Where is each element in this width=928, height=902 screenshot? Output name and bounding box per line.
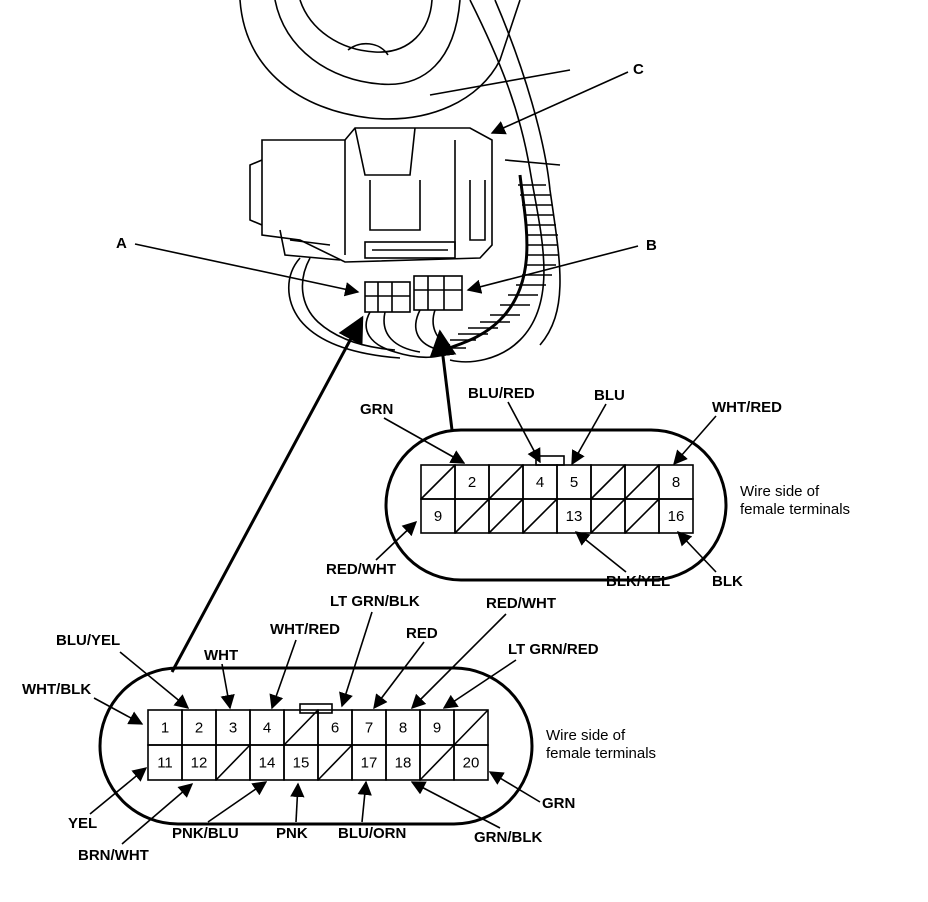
connector-b-lock-tab (535, 455, 565, 466)
connector-a-wire-wht-red: WHT/RED (270, 621, 340, 638)
connector-a-pin-number: 1 (161, 720, 169, 737)
connector-b-pin-number: 9 (434, 508, 442, 525)
callout-a-label: A (116, 235, 127, 252)
connector-a-pin-number: 14 (259, 755, 276, 772)
connector-a-pin-number: 9 (433, 720, 441, 737)
connector-a-wire-wht: WHT (204, 647, 238, 664)
connector-b-blank-slash (454, 498, 490, 534)
connector-b-wire-blu-red: BLU/RED (468, 385, 535, 402)
connector-a-pin-number: 3 (229, 720, 237, 737)
connector-a-pin-number: 18 (395, 755, 412, 772)
connector-b-blank-slash (420, 464, 456, 500)
connector-a-outline (98, 666, 534, 826)
connector-b-wire-red-wht: RED/WHT (326, 561, 396, 578)
connector-b-leader-lines (375, 401, 717, 573)
connector-b-pin-number: 4 (536, 474, 544, 491)
connector-b-wire-blk-yel: BLK/YEL (606, 573, 670, 590)
connector-a-pin-number: 7 (365, 720, 373, 737)
connector-b-pin-number: 16 (668, 508, 685, 525)
connector-a-pin-number: 11 (157, 755, 173, 772)
connector-b-cell-r2c8 (658, 498, 694, 534)
connector-a-wire-blu-orn: BLU/ORN (338, 825, 406, 842)
connector-b-outline (384, 428, 728, 582)
connector-a-blank-slash (453, 709, 489, 746)
connector-b-blank-slash (488, 464, 524, 500)
connector-a-pin-number: 2 (195, 720, 203, 737)
connector-a-blank-slash (317, 744, 353, 781)
connector-b-pin-number: 2 (468, 474, 476, 491)
connector-a-cell-r2c10 (453, 744, 489, 781)
connector-a-pin-number: 20 (463, 755, 480, 772)
connector-a-wire-blu-yel: BLU/YEL (56, 632, 120, 649)
connector-a-leader-lines (89, 611, 541, 845)
connector-b-side-label-1: Wire side of (740, 483, 820, 500)
connector-b-pin-number: 8 (672, 474, 680, 491)
connector-a-wire-brn-wht: BRN/WHT (78, 847, 149, 864)
connector-a-wire-red-wht: RED/WHT (486, 595, 556, 612)
connector-b-side-label-2: female terminals (740, 501, 850, 518)
connector-a-blank-slash (283, 709, 319, 746)
connector-a-pin-number: 4 (263, 720, 271, 737)
connector-b: 2 4 5 8 9 13 16 (384, 428, 728, 582)
connector-a-wire-wht-blk: WHT/BLK (22, 681, 91, 698)
connector-b-blank-slash (590, 498, 626, 534)
connector-a-pin-number: 12 (191, 755, 208, 772)
connector-a-wire-grn-blk: GRN/BLK (474, 829, 542, 846)
callout-arrows (134, 71, 639, 673)
connector-b-wire-blu: BLU (594, 387, 625, 404)
connector-b-blank-slash (590, 464, 626, 500)
connector-a-pin-number: 6 (331, 720, 339, 737)
connector-a-wire-lt-grn-red: LT GRN/RED (508, 641, 599, 658)
callout-c-label: C (633, 61, 644, 78)
connector-a-pin-number: 17 (361, 755, 378, 772)
connector-a-wire-grn: GRN (542, 795, 575, 812)
connector-b-blank-slash (624, 498, 660, 534)
connector-b-blank-slash (522, 498, 558, 534)
connector-a-wire-pnk: PNK (276, 825, 308, 842)
connector-a-wire-lt-grn-blk: LT GRN/BLK (330, 593, 420, 610)
steering-column-illustration (239, 0, 571, 363)
connector-b-wire-blk: BLK (712, 573, 743, 590)
connector-b-blank-slash (624, 464, 660, 500)
connector-b-pin-number: 5 (570, 474, 578, 491)
connector-b-wire-wht-red: WHT/RED (712, 399, 782, 416)
callout-b-label: B (646, 237, 657, 254)
connector-a-pin-number: 15 (293, 755, 310, 772)
connector-b-wire-grn: GRN (360, 401, 393, 418)
connector-a-pin-number: 8 (399, 720, 407, 737)
connector-a-side-label-1: Wire side of (546, 727, 626, 744)
connector-b-blank-slash (488, 498, 524, 534)
connector-b-pin-number: 13 (566, 508, 583, 525)
connector-a-blank-slash (215, 744, 251, 781)
connector-b-terminal-grid: 2 4 5 8 9 13 16 (420, 464, 694, 534)
connector-a-wire-yel: YEL (68, 815, 97, 832)
connector-a-blank-slash (419, 744, 455, 781)
connector-a-wire-red: RED (406, 625, 438, 642)
connector-a-side-label-2: female terminals (546, 745, 656, 762)
connector-a-wire-pnk-blu: PNK/BLU (172, 825, 239, 842)
